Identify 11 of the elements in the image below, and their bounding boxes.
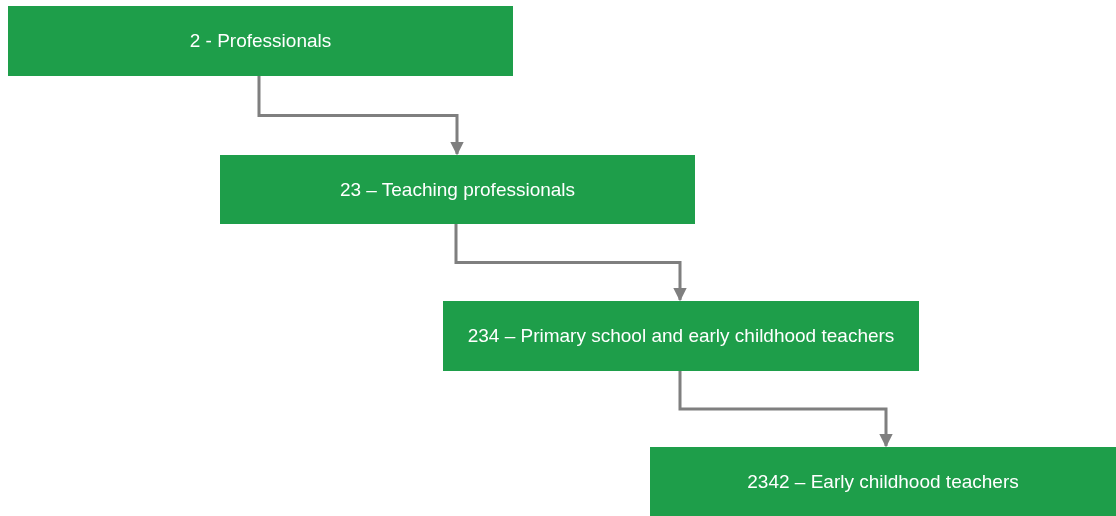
process-box bbox=[443, 301, 919, 371]
box-label: 2 - Professionals bbox=[189, 29, 332, 54]
elbow-arrow bbox=[257, 76, 464, 156]
box-label: 23 – Teaching professionals bbox=[339, 177, 576, 202]
box-label: 2342 – Early childhood teachers bbox=[747, 469, 1019, 494]
process-box bbox=[650, 447, 1116, 516]
elbow-arrow bbox=[454, 224, 687, 302]
elbow-arrow bbox=[678, 371, 893, 448]
process-box bbox=[8, 6, 513, 76]
process-box bbox=[220, 155, 695, 224]
box-label: 234 – Primary school and early childhood teachers bbox=[467, 324, 895, 349]
